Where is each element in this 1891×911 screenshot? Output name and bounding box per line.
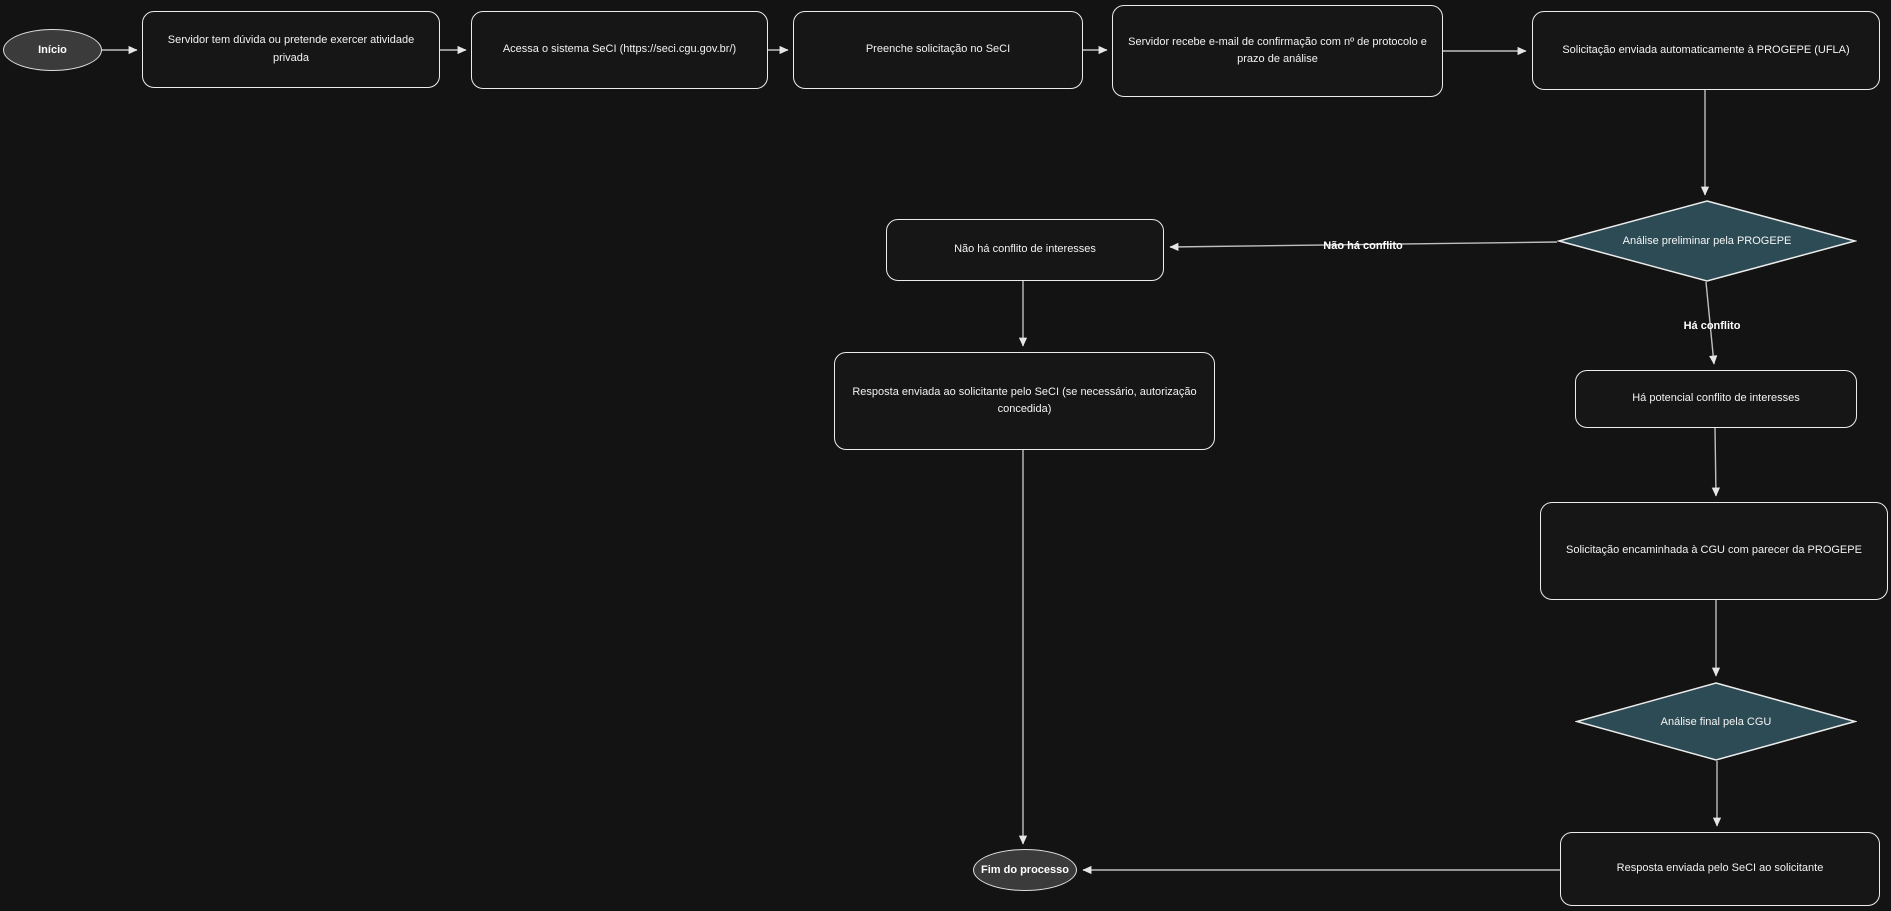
process-node-sem-conflito: Não há conflito de interesses: [886, 219, 1164, 281]
start-node-label: Início: [38, 44, 67, 56]
edge-potencial-to-encaminhada: [1711, 427, 1720, 497]
decision-node-analise-preliminar-label: Análise preliminar pela PROGEPE: [1622, 235, 1792, 247]
process-node-preenche-solicitacao-label: Preenche solicitação no SeCI: [865, 43, 1011, 56]
start-node: Início: [3, 29, 102, 71]
edge-label-ha-conflito: Há conflito: [1683, 320, 1741, 332]
edge-analise-to-potencial-conflito: [1705, 281, 1718, 365]
process-node-potencial-conflito-label: Há potencial conflito de interesses: [1632, 392, 1800, 405]
process-node-encaminhada-cgu: Solicitação encaminhada à CGU com parece…: [1540, 502, 1888, 600]
process-node-duvida: Servidor tem dúvida ou pretende exercer …: [142, 11, 440, 88]
process-node-resposta-seci-label: Resposta enviada ao solicitante pelo SeC…: [852, 385, 1197, 415]
process-node-resposta-final-label: Resposta enviada pelo SeCI ao solicitant…: [1616, 862, 1824, 875]
process-node-duvida-label: Servidor tem dúvida ou pretende exercer …: [167, 34, 415, 64]
diamond-shape: [1575, 682, 1857, 761]
process-node-resposta-final: Resposta enviada pelo SeCI ao solicitant…: [1560, 832, 1880, 906]
process-node-preenche-solicitacao: Preenche solicitação no SeCI: [793, 11, 1083, 89]
edge-analise-to-sem-conflito: [1169, 241, 1558, 252]
process-node-encaminhada-cgu-label: Solicitação encaminhada à CGU com parece…: [1566, 544, 1862, 557]
process-node-potencial-conflito: Há potencial conflito de interesses: [1575, 370, 1857, 428]
edge-label-nao-ha-conflito: Não há conflito: [1323, 240, 1403, 252]
diamond-shape: [1557, 200, 1857, 282]
end-node-label: Fim do processo: [980, 864, 1070, 876]
process-node-acessa-seci: Acessa o sistema SeCI (https://seci.cgu.…: [471, 11, 768, 89]
decision-node-analise-final: Análise final pela CGU: [1575, 682, 1857, 761]
decision-node-analise-preliminar: Análise preliminar pela PROGEPE: [1557, 200, 1857, 282]
process-node-email-confirmacao-label: Servidor recebe e-mail de confirmação co…: [1128, 35, 1427, 65]
process-node-enviada-progepe-label: Solicitação enviada automaticamente à PR…: [1562, 43, 1850, 56]
process-node-sem-conflito-label: Não há conflito de interesses: [954, 243, 1096, 256]
end-node: Fim do processo: [973, 849, 1077, 891]
process-node-email-confirmacao: Servidor recebe e-mail de confirmação co…: [1112, 5, 1443, 97]
process-node-resposta-seci: Resposta enviada ao solicitante pelo SeC…: [834, 352, 1215, 450]
process-node-enviada-progepe: Solicitação enviada automaticamente à PR…: [1532, 11, 1880, 90]
decision-node-analise-final-label: Análise final pela CGU: [1660, 715, 1772, 728]
process-node-acessa-seci-label: Acessa o sistema SeCI (https://seci.cgu.…: [502, 43, 737, 56]
